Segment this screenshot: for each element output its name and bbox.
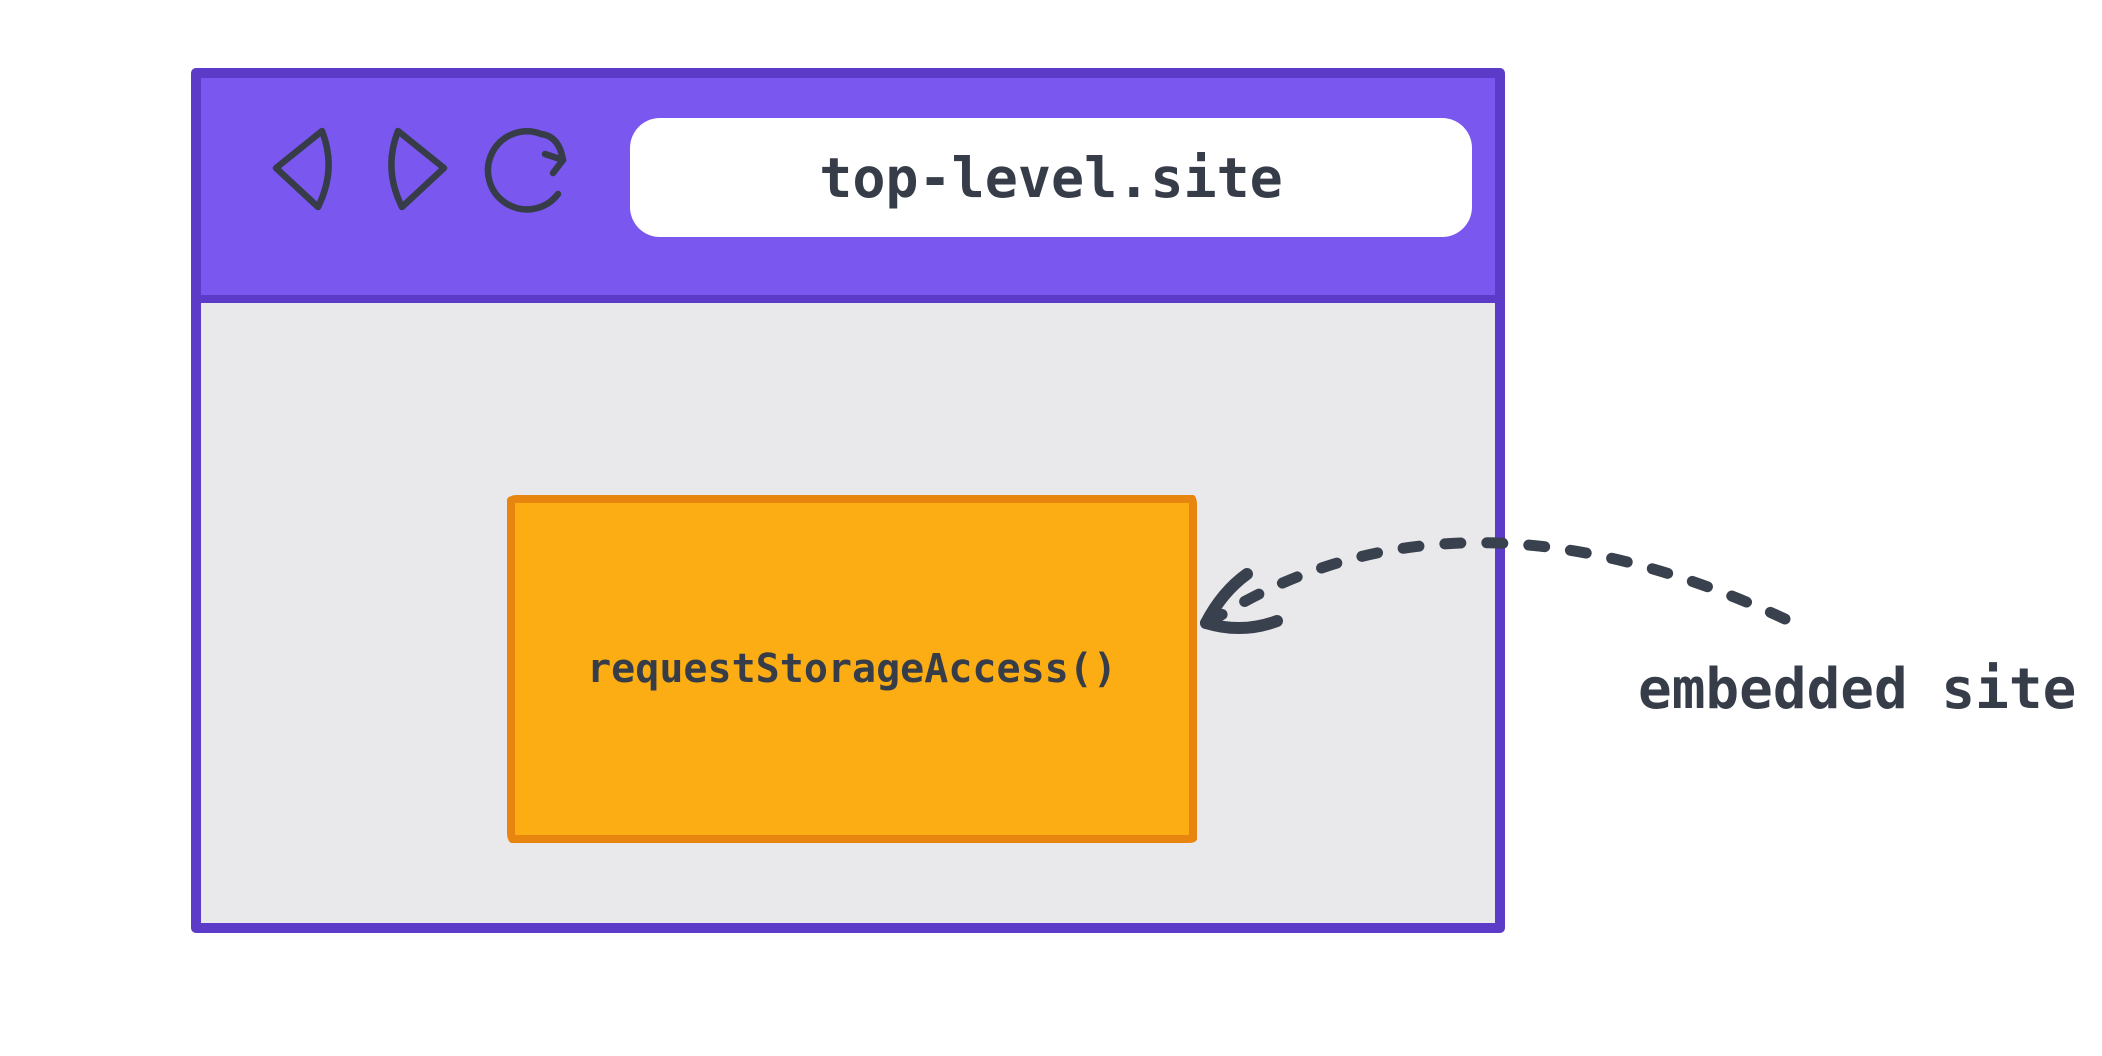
page-content-area: requestStorageAccess() [201, 303, 1495, 923]
arrowhead [1200, 615, 1283, 635]
arrowhead-barb [1200, 568, 1253, 629]
forward-icon [384, 124, 450, 212]
reload-icon [483, 125, 575, 217]
browser-window: top-level.site requestStorageAccess() [191, 68, 1505, 933]
url-text: top-level.site [819, 145, 1283, 210]
embedded-iframe-box: requestStorageAccess() [507, 495, 1197, 843]
embedded-site-label: embedded site [1638, 657, 2077, 722]
embedded-frame-label: requestStorageAccess() [587, 646, 1117, 692]
back-icon [270, 124, 336, 212]
dashed-arrow-curve [1204, 537, 1791, 628]
browser-toolbar: top-level.site [201, 78, 1495, 303]
dashed-arrow [1180, 440, 1840, 700]
url-bar: top-level.site [630, 118, 1472, 237]
